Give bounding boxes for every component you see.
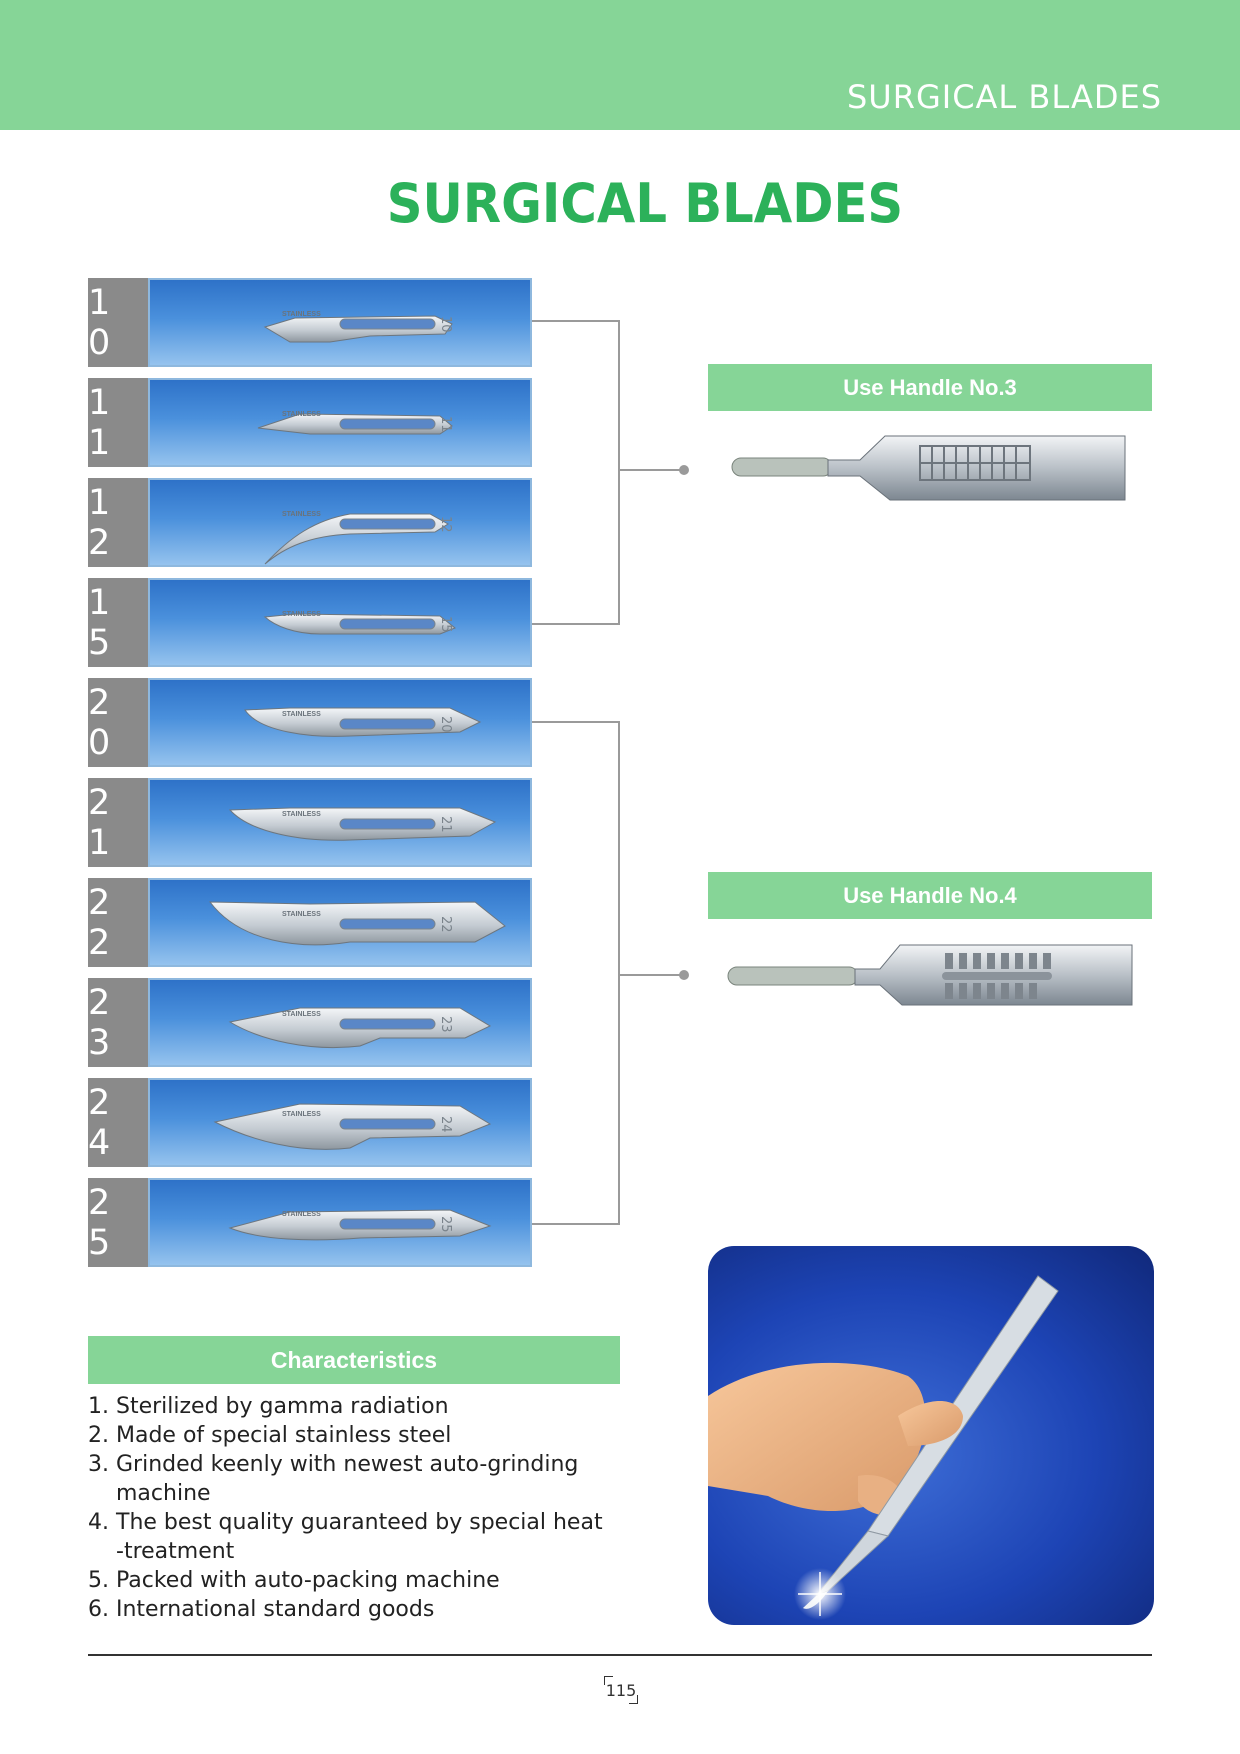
surgical-blade-image: STAINLESS 23: [228, 1007, 492, 1049]
characteristic-index: 2.: [88, 1423, 109, 1448]
blade-number: 2 4: [88, 1078, 148, 1167]
characteristic-line: The best quality guaranteed by special h…: [116, 1510, 603, 1535]
blade-stamp-text: STAINLESS: [282, 811, 321, 818]
blade-row: 1 5 STAINLESS 15: [88, 578, 532, 667]
scalpel-handle-no4-image: [727, 944, 1133, 1006]
characteristic-text: International standard goods: [116, 1595, 434, 1624]
characteristic-line: machine: [116, 1481, 211, 1506]
blade-engraved-number: 20: [438, 716, 453, 733]
blade-stamp-text: STAINLESS: [282, 911, 321, 918]
characteristics-heading: Characteristics: [88, 1336, 620, 1384]
blade-stamp-text: STAINLESS: [282, 1111, 321, 1118]
blade-number: 1 2: [88, 478, 148, 567]
characteristic-line: Grinded keenly with newest auto-grinding: [116, 1452, 579, 1477]
blade-number: 2 0: [88, 678, 148, 767]
characteristic-index: 4.: [88, 1510, 109, 1535]
blade-number: 2 3: [88, 978, 148, 1067]
blade-row: 2 2 STAINLESS 22: [88, 878, 532, 967]
blade-row: 2 1 STAINLESS 21: [88, 778, 532, 867]
surgical-blade-image: STAINLESS 15: [263, 611, 456, 635]
characteristic-item: 5. Packed with auto-packing machine: [88, 1566, 648, 1595]
header-band: SURGICAL BLADES: [0, 0, 1240, 130]
footer-rule: [88, 1654, 1152, 1656]
blade-number: 2 1: [88, 778, 148, 867]
characteristic-text: Made of special stainless steel: [116, 1421, 451, 1450]
characteristic-item: 2. Made of special stainless steel: [88, 1421, 648, 1450]
characteristic-index: 1.: [88, 1394, 109, 1419]
blade-engraved-number: 23: [438, 1016, 453, 1033]
hand-holding-scalpel-photo: [708, 1246, 1154, 1625]
blade-image-panel: STAINLESS 10: [148, 278, 532, 367]
blade-stamp-text: STAINLESS: [282, 1011, 321, 1018]
blade-stamp-text: STAINLESS: [282, 1211, 321, 1218]
surgical-blade-image: STAINLESS 11: [257, 411, 453, 435]
characteristic-item: 1. Sterilized by gamma radiation: [88, 1392, 648, 1421]
blade-engraved-number: 24: [438, 1116, 453, 1133]
characteristic-index: 3.: [88, 1452, 109, 1477]
blade-engraved-number: 21: [438, 816, 453, 833]
surgical-blade-image: STAINLESS 21: [228, 807, 497, 841]
blade-row: 1 1 STAINLESS 11: [88, 378, 532, 467]
characteristics-list: 1. Sterilized by gamma radiation 2. Made of…: [88, 1392, 648, 1624]
handle-no3-label: Use Handle No.3: [708, 364, 1152, 411]
characteristic-text: Sterilized by gamma radiation: [116, 1392, 449, 1421]
blade-image-panel: STAINLESS 23: [148, 978, 532, 1067]
blade-number: 2 5: [88, 1178, 148, 1267]
blade-engraved-number: 15: [438, 616, 453, 633]
characteristic-line: International standard goods: [116, 1597, 435, 1622]
blade-image-panel: STAINLESS 24: [148, 1078, 532, 1167]
surgical-blade-image: STAINLESS 10: [263, 311, 453, 343]
page-title: SURGICAL BLADES: [386, 172, 904, 235]
blade-image-panel: STAINLESS 11: [148, 378, 532, 467]
blade-row: 2 5 STAINLESS 25: [88, 1178, 532, 1267]
characteristic-item: 6. International standard goods: [88, 1595, 648, 1624]
characteristic-item: 4. The best quality guaranteed by special…: [88, 1508, 648, 1566]
blade-stamp-text: STAINLESS: [282, 611, 321, 618]
page-number-text: 115: [605, 1680, 637, 1700]
blade-number: 1 1: [88, 378, 148, 467]
surgical-blade-image: STAINLESS 24: [213, 1103, 492, 1150]
blade-number: 1 5: [88, 578, 148, 667]
blade-engraved-number: 12: [438, 516, 453, 533]
blade-image-panel: STAINLESS 15: [148, 578, 532, 667]
blade-engraved-number: 22: [438, 916, 453, 933]
blade-engraved-number: 10: [438, 316, 453, 333]
blade-stamp-text: STAINLESS: [282, 311, 321, 318]
blade-number: 1 0: [88, 278, 148, 367]
blade-image-panel: STAINLESS 21: [148, 778, 532, 867]
blade-row: 2 0 STAINLESS 20: [88, 678, 532, 767]
characteristic-text: Packed with auto-packing machine: [116, 1566, 500, 1595]
blade-row: 1 0 STAINLESS 10: [88, 278, 532, 367]
blade-row: 1 2 STAINLESS 12: [88, 478, 532, 567]
characteristic-line: Sterilized by gamma radiation: [116, 1394, 449, 1419]
characteristic-index: 5.: [88, 1568, 109, 1593]
surgical-blade-image: STAINLESS 25: [228, 1209, 492, 1241]
characteristic-text: The best quality guaranteed by special h…: [116, 1508, 603, 1566]
characteristic-line: Made of special stainless steel: [116, 1423, 452, 1448]
characteristic-text: Grinded keenly with newest auto-grinding…: [116, 1450, 578, 1508]
blade-stamp-text: STAINLESS: [282, 511, 321, 518]
blade-image-panel: STAINLESS 12: [148, 478, 532, 567]
blade-engraved-number: 11: [438, 416, 453, 433]
characteristic-line: -treatment: [116, 1539, 235, 1564]
blade-image-panel: STAINLESS 25: [148, 1178, 532, 1267]
blade-image-panel: STAINLESS 22: [148, 878, 532, 967]
handle-no4-label: Use Handle No.4: [708, 872, 1152, 919]
characteristic-item: 3. Grinded keenly with newest auto-grindi…: [88, 1450, 648, 1508]
surgical-blade-image: STAINLESS 22: [208, 901, 506, 946]
scalpel-handle-no3-image: [731, 435, 1126, 501]
blade-row: 2 4 STAINLESS 24: [88, 1078, 532, 1167]
blade-image-panel: STAINLESS 20: [148, 678, 532, 767]
blade-row: 2 3 STAINLESS 23: [88, 978, 532, 1067]
blade-engraved-number: 25: [438, 1216, 453, 1233]
characteristic-line: Packed with auto-packing machine: [116, 1568, 500, 1593]
page-number: 115: [604, 1676, 638, 1704]
characteristic-index: 6.: [88, 1597, 109, 1622]
blade-stamp-text: STAINLESS: [282, 411, 321, 418]
surgical-blade-image: STAINLESS 12: [264, 511, 453, 565]
section-label: SURGICAL BLADES: [846, 78, 1162, 116]
surgical-blade-image: STAINLESS 20: [244, 707, 482, 737]
blade-stamp-text: STAINLESS: [282, 711, 321, 718]
blade-number: 2 2: [88, 878, 148, 967]
